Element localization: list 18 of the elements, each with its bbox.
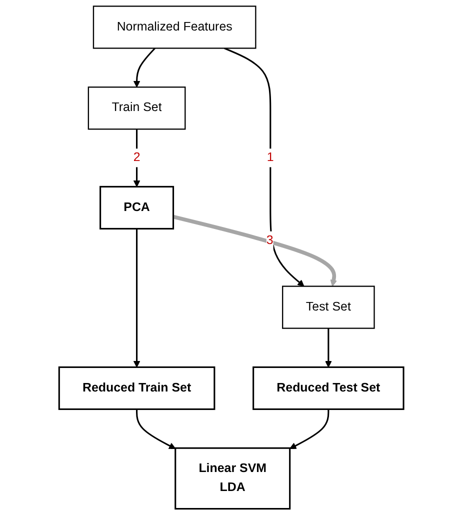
node-box: Train Set xyxy=(88,86,186,130)
arrow xyxy=(134,48,156,88)
edge-label: 3 xyxy=(266,234,274,247)
node-box: Normalized Features xyxy=(93,6,256,49)
arrow xyxy=(224,48,304,287)
edge-label: 2 xyxy=(133,150,140,164)
node-box: Test Set xyxy=(282,286,375,329)
node-box: PCA xyxy=(100,186,174,230)
node-box: Linear SVM LDA xyxy=(174,447,291,510)
arrow xyxy=(134,228,140,368)
node-box: Reduced Train Set xyxy=(58,366,216,410)
arrow xyxy=(172,214,338,287)
edge-label: 1 xyxy=(267,150,274,164)
arrow xyxy=(134,129,140,188)
arrow xyxy=(136,409,176,449)
arrow xyxy=(325,328,332,368)
arrow xyxy=(290,409,330,449)
node-box: Reduced Test Set xyxy=(252,366,404,410)
